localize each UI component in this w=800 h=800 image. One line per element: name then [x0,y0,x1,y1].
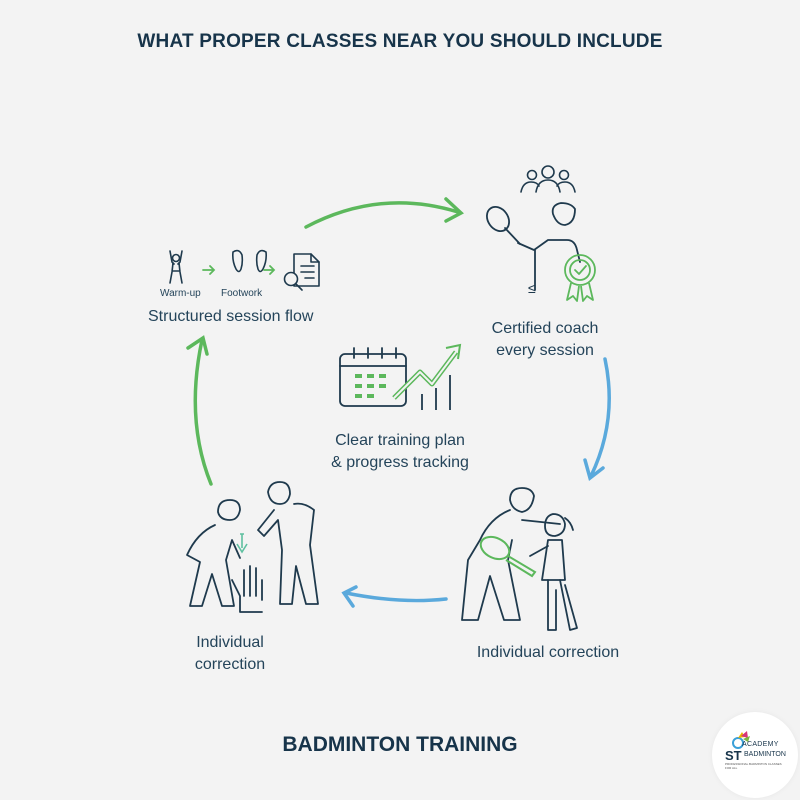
calendar-grid [355,374,386,398]
individual-correction-left-label: Individual correction [170,632,290,676]
individual-correction-line2: correction [194,656,266,673]
training-plan-line2: & progress tracking [331,454,469,471]
step-arrow-1 [202,265,216,275]
arrow-left-green [186,335,213,486]
arrow-bottom-blue [341,585,448,608]
logo-academy-text: ACADEMY [742,741,779,748]
arrow-right-blue [583,357,611,481]
document-search-icon [283,253,320,291]
certified-badge-icon [564,254,596,302]
warm-up-person-icon [169,250,183,284]
calendar-icon [339,347,407,407]
two-coaches-hand-icon [186,481,319,613]
footer-title: BADMINTON TRAINING [282,733,518,756]
warm-up-label: Warm-up [160,288,201,299]
certified-coach-line1: Certified coach [491,320,599,337]
certified-coach-line2: every session [496,342,594,359]
individual-correction-right-label: Individual correction [476,644,620,661]
logo-badminton-text: BADMINTON [744,751,786,758]
coach-with-racket-icon [486,202,581,291]
logo-st-text: ST [725,748,742,763]
down-arrow-icon [236,533,248,554]
group-icon [520,165,576,193]
structured-session-label: Structured session flow [148,308,314,325]
racket-green [479,535,537,578]
logo-tagline: PROFESSIONAL BADMINTON CLASSES FOR ALL [725,762,782,770]
individual-correction-line1: Individual [196,634,264,651]
certified-coach-label: Certified coach every session [470,318,620,362]
trend-arrow-icon [392,343,462,410]
step-arrow-2 [263,265,276,275]
page-title: WHAT PROPER CLASSES NEAR YOU SHOULD INCL… [137,31,663,52]
training-plan-line1: Clear training plan [335,432,465,449]
footprints-icon [232,249,267,273]
training-plan-label: Clear training plan & progress tracking [300,430,500,474]
less-equal-symbol: ≤ [528,280,536,296]
coach-child-racket-icon [461,487,578,631]
academy-logo: ACADEMY ST BADMINTON PROFESSIONAL BADMIN… [712,712,798,798]
footwork-label: Footwork [221,288,263,299]
shuttlecock-logo-icon [732,731,750,749]
arrow-top-green [304,197,464,229]
